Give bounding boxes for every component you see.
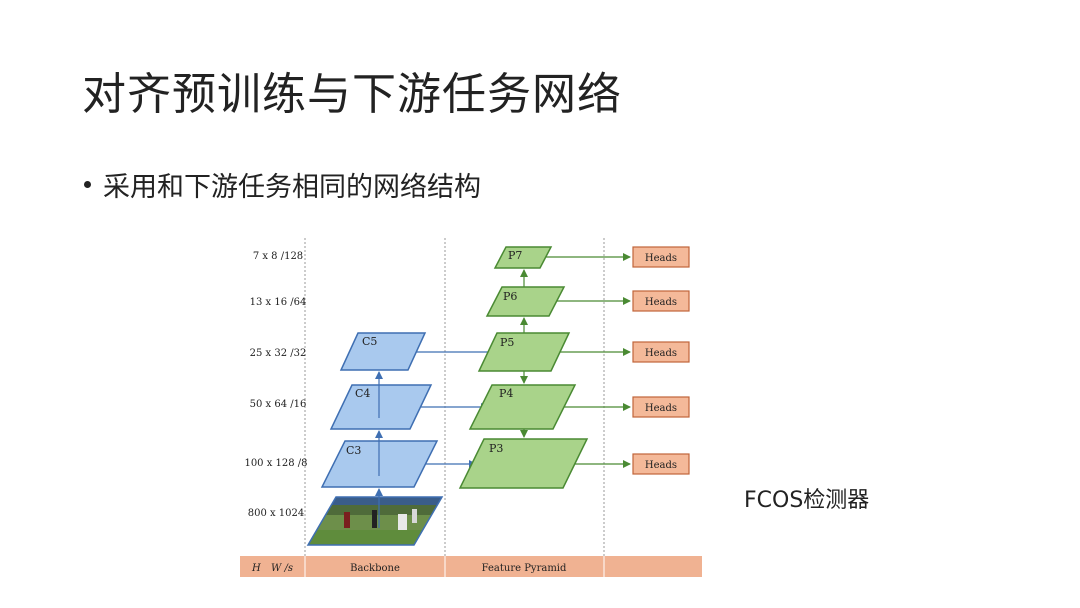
- heads-box-p6: [632, 290, 690, 312]
- label-p6: P6: [503, 290, 517, 303]
- heads-box-p7: [632, 246, 690, 268]
- label-p5: P5: [500, 336, 514, 349]
- feature-p4: [468, 384, 577, 430]
- label-p3: P3: [489, 442, 503, 455]
- heads-boxes: Heads Heads Heads Heads Heads: [632, 246, 690, 475]
- row-labels: 7 x 8 /128 13 x 16 /64 25 x 32 /32 50 x …: [244, 251, 307, 519]
- head-arrows: [546, 253, 631, 468]
- bullet-dot: [84, 181, 91, 188]
- feature-c5: [339, 332, 427, 371]
- figure-caption: FCOS检测器: [744, 488, 870, 513]
- row-label-input: 800 x 1024: [248, 508, 305, 519]
- heads-label-p3: Heads: [645, 460, 677, 471]
- heads-label-p7: Heads: [645, 253, 677, 264]
- feature-p6: [485, 286, 566, 317]
- label-c4: C4: [355, 387, 370, 400]
- heads-label-p5: Heads: [645, 348, 677, 359]
- row-label-p6: 13 x 16 /64: [250, 297, 307, 308]
- heads-label-p6: Heads: [645, 297, 677, 308]
- column-dividers: [304, 238, 605, 556]
- bullet-point: 采用和下游任务相同的网络结构: [84, 165, 481, 204]
- footer-band: H W /s Backbone Feature Pyramid: [240, 556, 702, 577]
- label-p7: P7: [508, 249, 522, 262]
- pyramid-features: P7 P6 P5 P4 P3: [458, 246, 589, 489]
- footer-feature-pyramid: Feature Pyramid: [482, 563, 567, 574]
- heads-box-p3: [632, 453, 690, 475]
- label-c3: C3: [346, 444, 361, 457]
- heads-label-p4: Heads: [645, 403, 677, 414]
- feature-p5: [477, 332, 571, 372]
- input-image: [306, 496, 444, 546]
- feature-p3: [458, 438, 589, 489]
- heads-box-p4: [632, 396, 690, 418]
- slide-title: 对齐预训练与下游任务网络: [82, 69, 622, 120]
- footer-backbone: Backbone: [350, 563, 400, 574]
- row-label-p5: 25 x 32 /32: [250, 348, 307, 359]
- row-label-p7: 7 x 8 /128: [253, 251, 303, 262]
- label-p4: P4: [499, 387, 513, 400]
- heads-box-p5: [632, 341, 690, 363]
- lateral-arrows: [416, 348, 497, 468]
- footer-h: H: [251, 563, 261, 574]
- row-label-p4: 50 x 64 /16: [250, 399, 307, 410]
- label-c5: C5: [362, 335, 377, 348]
- row-label-p3: 100 x 128 /8: [244, 458, 307, 469]
- feature-p7: [493, 246, 553, 269]
- footer-ws: W /s: [271, 563, 293, 574]
- footer-background: [240, 556, 702, 577]
- bullet-text: 采用和下游任务相同的网络结构: [103, 172, 481, 203]
- feature-c4: [329, 384, 433, 430]
